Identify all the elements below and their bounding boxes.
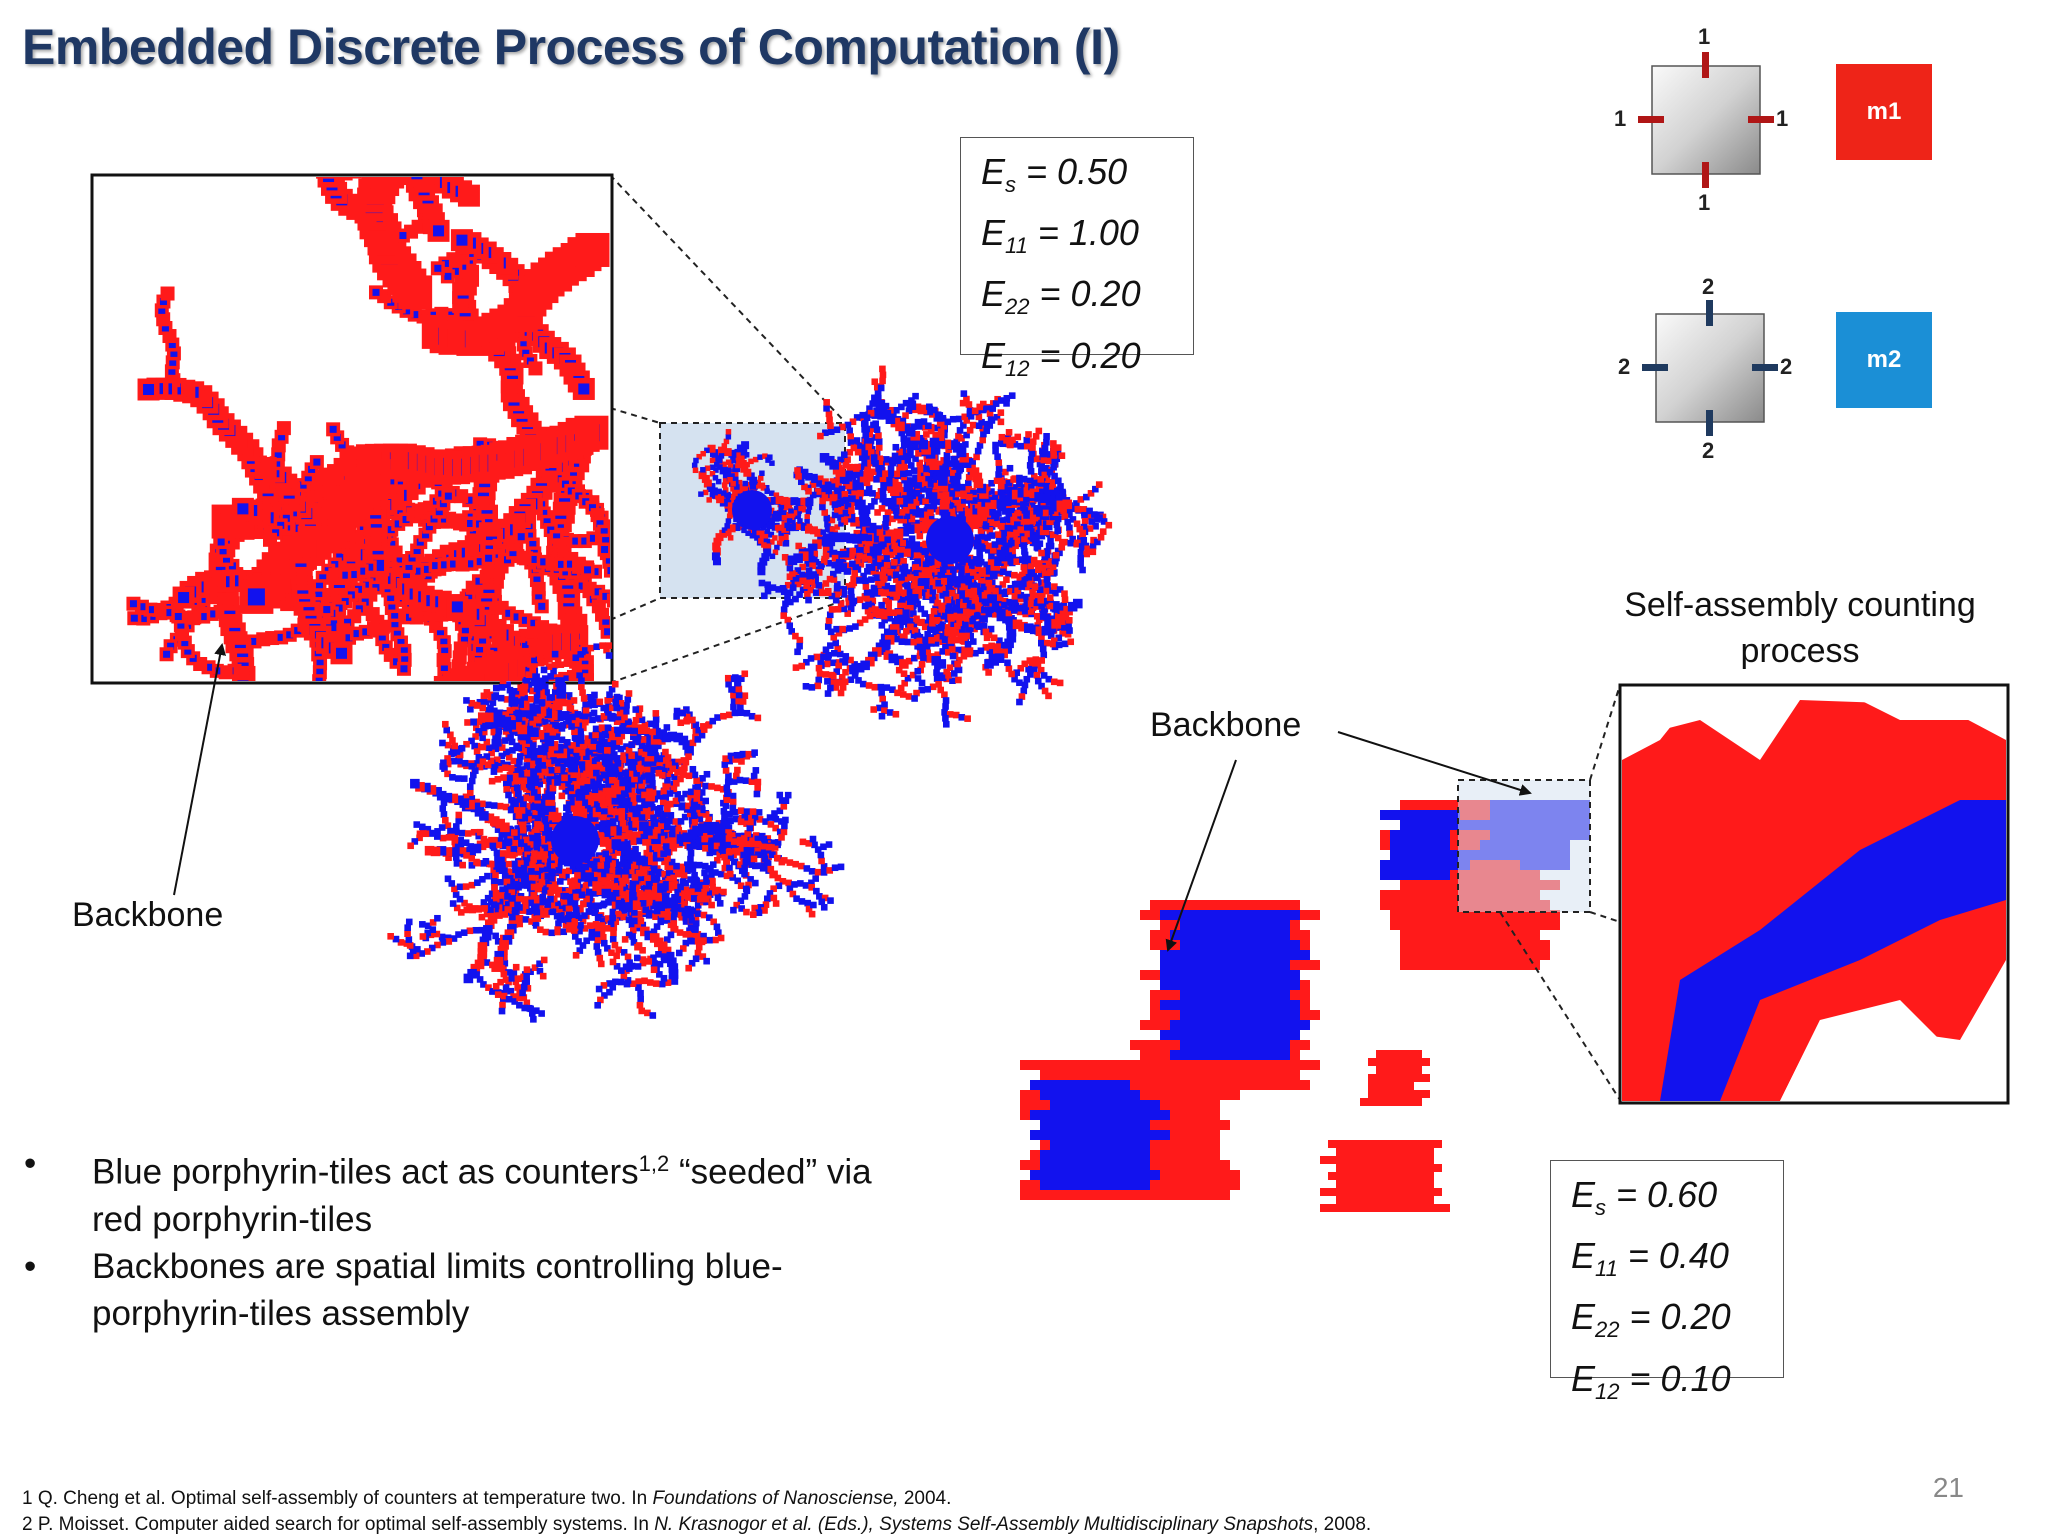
counter-assemblies (1020, 800, 1590, 1212)
backbone-label-right: Backbone (1150, 706, 1302, 744)
tile-1-icon (1638, 52, 1774, 188)
energy-line: Es = 0.60 (1571, 1174, 1718, 1221)
page-number: 21 (1932, 1472, 1964, 1503)
zoom-connector-right (1499, 684, 1621, 1101)
tile-m2-label: m2 (1866, 346, 1902, 373)
tile-1-glue-top: 1 (1698, 24, 1711, 49)
energy-params-box-1: Es = 0.50 E11 = 1.00 E22 = 0.20 E12 = 0.… (960, 137, 1194, 381)
tile-m1-swatch: m1 (1836, 64, 1932, 160)
bullet-item: • Blue porphyrin-tiles act as counters1,… (24, 1140, 924, 1196)
slide-title: Embedded Discrete Process of Computation… (22, 19, 1120, 75)
bullet-list: • Blue porphyrin-tiles act as counters1,… (24, 1140, 924, 1337)
tile-1-glue-bottom: 1 (1698, 190, 1711, 215)
energy-line: E11 = 0.40 (1571, 1235, 1729, 1282)
zoom-region-right (1457, 779, 1591, 913)
bullet-continuation: porphyrin-tiles assembly (92, 1293, 470, 1333)
energy-line: E12 = 0.20 (981, 334, 1141, 381)
energy-line: E12 = 0.10 (1571, 1357, 1731, 1404)
tile-2-glue-left: 2 (1618, 354, 1631, 379)
bullet-item: • Backbones are spatial limits controlli… (24, 1243, 924, 1290)
energy-line: E22 = 0.20 (1571, 1296, 1731, 1343)
energy-params-box-2: Es = 0.60 E11 = 0.40 E22 = 0.20 E12 = 0.… (1550, 1160, 1784, 1404)
energy-line: E11 = 1.00 (981, 212, 1139, 259)
footnote-1: 1 Q. Cheng et al. Optimal self-assembly … (22, 1488, 952, 1509)
backbone-arrow-right-bottom (1165, 759, 1237, 952)
tile-2-glue-right: 2 (1780, 354, 1793, 379)
zoom-connector-left (609, 174, 846, 684)
tile-1-glue-left: 1 (1614, 106, 1627, 131)
fractal-cluster-upper (691, 365, 1113, 728)
self-assembly-caption: Self-assembly counting process (1600, 582, 2000, 674)
backbone-label-left: Backbone (72, 896, 224, 934)
tile-2-glue-bottom: 2 (1702, 438, 1715, 463)
backbone-arrow-left (173, 643, 227, 896)
zoom-inset-right (1618, 683, 2010, 1105)
fractal-cluster-lower (387, 636, 845, 1023)
caption-line-2: process (1740, 632, 1860, 670)
zoom-inset-left (90, 173, 614, 685)
tile-m1-label: m1 (1866, 98, 1902, 125)
tile-2-icon (1642, 300, 1778, 436)
bullet-marker: • (24, 1144, 37, 1183)
footnote-2: 2 P. Moisset. Computer aided search for … (22, 1514, 1372, 1535)
energy-line: Es = 0.50 (981, 151, 1128, 198)
tile-2-glue-top: 2 (1702, 274, 1715, 299)
energy-line: E22 = 0.20 (981, 273, 1141, 320)
tile-m2-swatch: m2 (1836, 312, 1932, 408)
backbone-arrow-right-top (1337, 731, 1532, 796)
bullet-continuation: red porphyrin-tiles (92, 1199, 373, 1239)
tile-1-glue-right: 1 (1776, 106, 1789, 131)
caption-line-1: Self-assembly counting (1624, 586, 1976, 624)
bullet-marker: • (24, 1246, 37, 1286)
